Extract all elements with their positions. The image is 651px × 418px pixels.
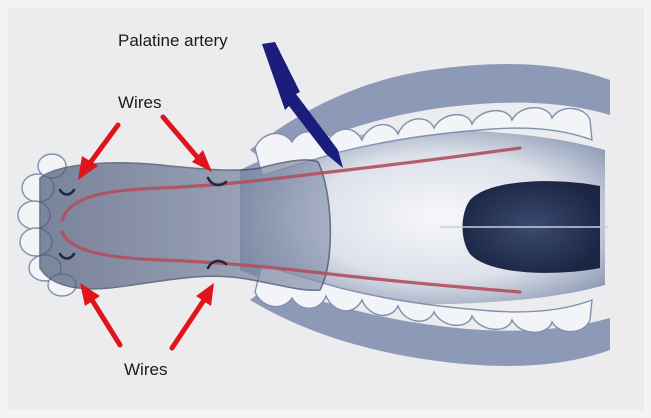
wires-label-bottom: Wires bbox=[124, 361, 167, 378]
palatine-artery-label: Palatine artery bbox=[118, 32, 228, 49]
wires-label-top: Wires bbox=[118, 94, 161, 111]
